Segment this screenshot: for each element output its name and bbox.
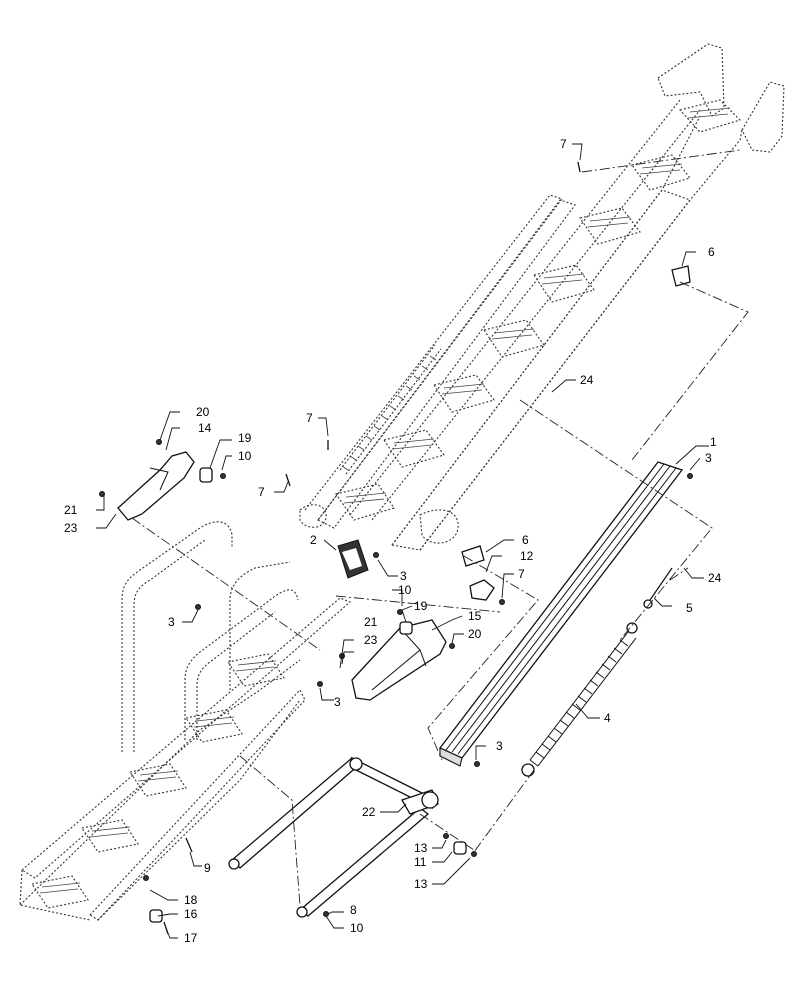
assembly-lines	[131, 149, 749, 907]
part-12-latch	[469, 579, 495, 601]
callout-16: 16	[184, 907, 198, 921]
hardware	[99, 161, 693, 935]
callout-24: 24	[580, 373, 594, 387]
upper-ghost-spring	[339, 344, 442, 475]
callout-2: 2	[310, 533, 317, 547]
part-1-rail-bar	[438, 461, 684, 767]
callout-19: 19	[238, 431, 252, 445]
callout-14: 14	[198, 421, 212, 435]
callout-4: 4	[604, 711, 611, 725]
callout-22: 22	[362, 805, 376, 819]
callout-labels: 1 2 3 3 3 3 3 4 5 6 6 7 7 7 7 8 9 10 10 …	[64, 137, 722, 945]
callout-11: 11	[414, 855, 427, 869]
part-5-eyebolt	[643, 567, 673, 609]
callout-15: 15	[468, 609, 482, 623]
callout-21: 21	[364, 615, 378, 629]
part-15-bracket	[351, 619, 447, 701]
callout-10: 10	[398, 583, 412, 597]
part-14-bracket	[117, 451, 195, 521]
part-2-decal	[337, 539, 369, 579]
upper-ladder-assembly	[299, 43, 785, 551]
callout-8: 8	[350, 903, 357, 917]
callout-5: 5	[686, 601, 693, 615]
callout-24: 24	[708, 571, 722, 585]
part-6-pads	[461, 265, 691, 567]
callout-3: 3	[334, 695, 341, 709]
callout-13: 13	[414, 841, 428, 855]
callout-12: 12	[520, 549, 534, 563]
callout-3: 3	[496, 739, 503, 753]
callout-23: 23	[64, 521, 78, 535]
bushings	[149, 467, 467, 923]
part-8-lever-frame	[228, 756, 439, 918]
callout-6: 6	[522, 533, 529, 547]
callout-7: 7	[518, 567, 525, 581]
callout-18: 18	[184, 893, 198, 907]
callout-19: 19	[414, 599, 428, 613]
callout-10: 10	[238, 449, 252, 463]
callout-9: 9	[204, 861, 211, 875]
callout-3: 3	[400, 569, 407, 583]
callout-7: 7	[306, 411, 313, 425]
callout-7: 7	[258, 485, 265, 499]
callout-20: 20	[468, 627, 482, 641]
upper-ladder-steps	[335, 99, 742, 521]
callout-21: 21	[64, 503, 78, 517]
callout-10: 10	[350, 921, 364, 935]
lower-ladder-assembly	[19, 521, 352, 921]
callout-13: 13	[414, 877, 428, 891]
callout-leaders	[96, 143, 709, 939]
callout-17: 17	[184, 931, 198, 945]
callout-3: 3	[168, 615, 175, 629]
callout-20: 20	[196, 405, 210, 419]
callout-7: 7	[560, 137, 567, 151]
callout-6: 6	[708, 245, 715, 259]
part-4-spring	[521, 622, 638, 777]
callout-3: 3	[705, 451, 712, 465]
callout-1: 1	[710, 435, 717, 449]
callout-23: 23	[364, 633, 378, 647]
